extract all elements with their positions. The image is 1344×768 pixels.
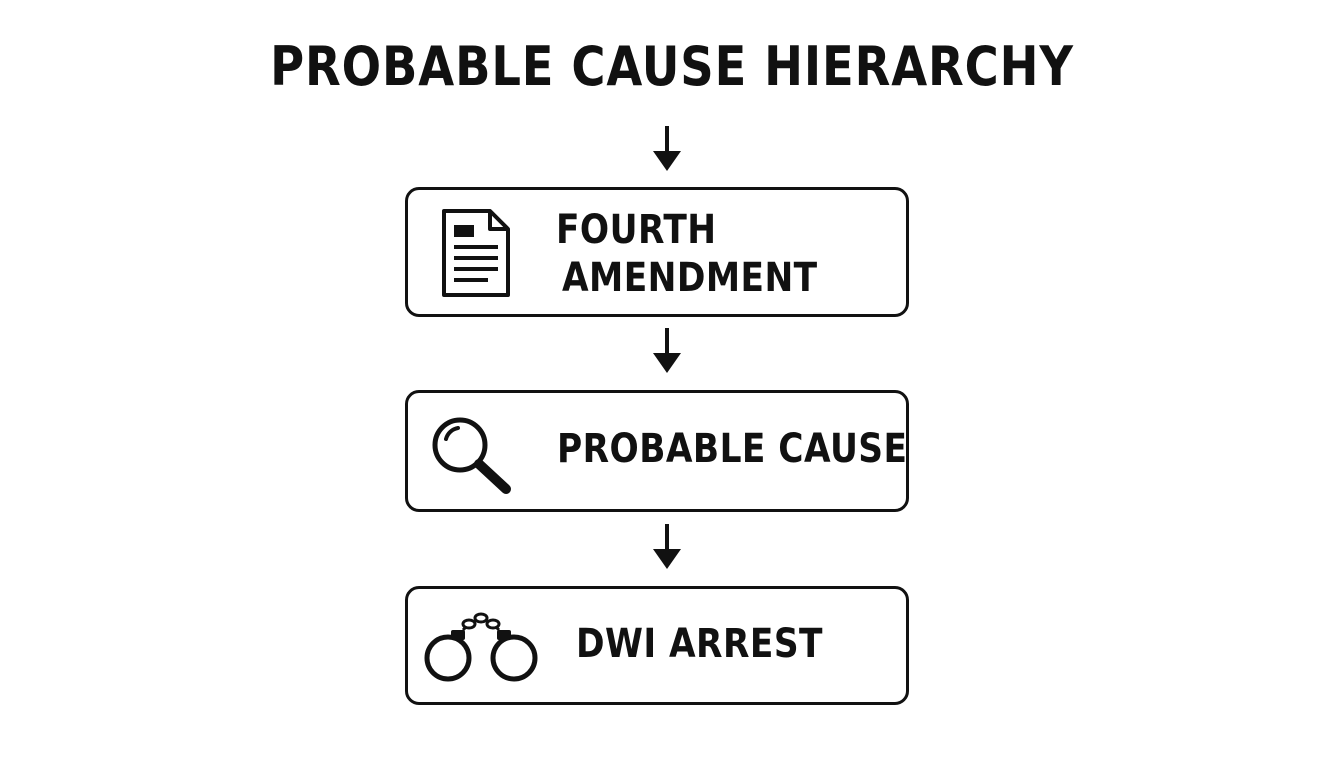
- step-label-line2: AMENDMENT: [562, 255, 818, 301]
- handcuffs-icon: [421, 606, 541, 686]
- magnifying-glass-icon: [430, 415, 516, 495]
- step-fourth-amendment: FOURTH AMENDMENT: [405, 187, 909, 317]
- step-probable-cause: PROBABLE CAUSE: [405, 390, 909, 512]
- step-label: PROBABLE CAUSE: [557, 426, 908, 472]
- step-dwi-arrest: DWI ARREST: [405, 586, 909, 705]
- step-label: DWI ARREST: [576, 621, 823, 667]
- diagram-title: PROBABLE CAUSE HIERARCHY: [270, 35, 1074, 98]
- down-arrow-icon: [651, 522, 683, 572]
- down-arrow-icon: [651, 326, 683, 376]
- down-arrow-icon: [651, 124, 683, 174]
- document-icon: [440, 207, 512, 299]
- step-label-line1: FOURTH: [556, 207, 717, 253]
